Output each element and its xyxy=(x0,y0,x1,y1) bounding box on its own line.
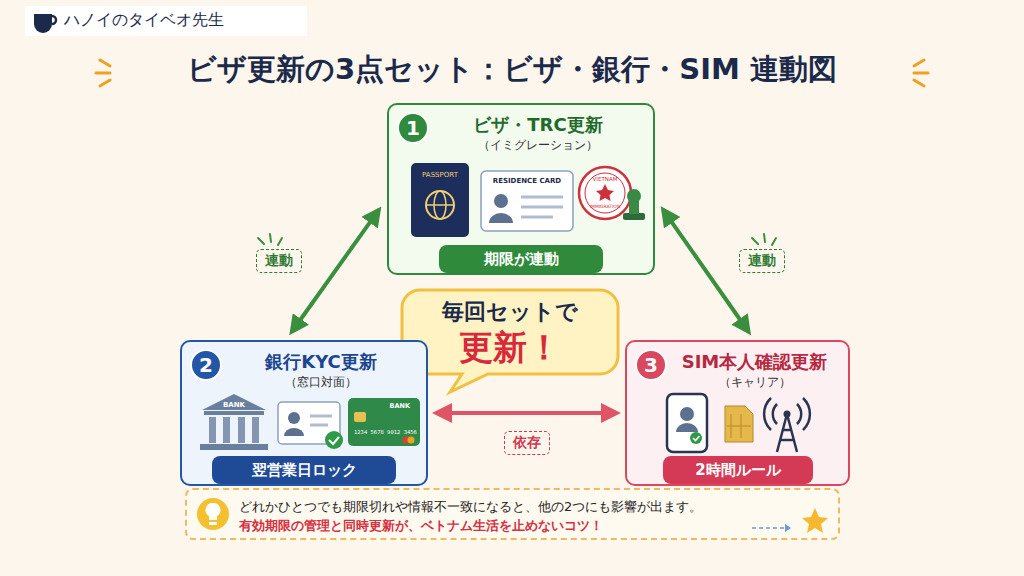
card-number: 1234 5678 9012 3456 xyxy=(354,429,417,435)
card-text: BANK xyxy=(390,402,411,410)
bank-icons: BANK BANK 1234 5678 9012 3456 xyxy=(182,392,430,454)
node-text: 2時間ルール xyxy=(695,461,780,480)
node-text: （窓口対面） xyxy=(226,374,416,390)
callout-number: 3 xyxy=(635,349,667,381)
node-text: （キャリア） xyxy=(671,374,838,390)
band-label: 期限が連動 xyxy=(439,245,603,273)
connector-arrow xyxy=(436,411,617,415)
band-label: 2時間ルール xyxy=(663,456,813,484)
note-icons xyxy=(187,490,842,542)
stamp-text: VIETNAM xyxy=(593,176,618,182)
callout-number: 1 xyxy=(397,112,429,144)
node-text: 1 xyxy=(406,116,420,140)
note-box: どれかひとつでも期限切れや情報不一致になると、他の2つにも影響が出ます。有効期限… xyxy=(185,488,840,540)
speech-bubble: 毎回セットで更新！ xyxy=(400,288,620,380)
node-text: 更新！ xyxy=(400,326,620,368)
passport-text: PASSPORT xyxy=(422,171,459,179)
logo-plate xyxy=(25,6,307,36)
bank-text: BANK xyxy=(223,401,246,409)
node-text: 期限が連動 xyxy=(484,250,559,269)
edge-label: 連動 xyxy=(739,249,785,273)
connector-arrow xyxy=(292,210,379,332)
band-label: 翌営業日ロック xyxy=(212,456,396,484)
node-text: 有効期限の管理と同時更新が、ベトナム生活を止めないコツ！ xyxy=(239,516,798,535)
node-text: どれかひとつでも期限切れや情報不一致になると、他の2つにも影響が出ます。 xyxy=(239,497,798,516)
sim-icons xyxy=(627,392,852,454)
node-text: 毎回セットで xyxy=(400,298,620,326)
process-box: SIM本人確認更新（キャリア） 3 2時間ルール xyxy=(625,340,850,486)
title: ビザ更新の3点セット：ビザ・銀行・SIM 連動図 xyxy=(130,50,894,90)
node-text: 2 xyxy=(199,353,213,377)
edge-label: 連動 xyxy=(256,249,302,273)
connector-arrow xyxy=(663,210,749,332)
node-text: （イミグレーション） xyxy=(433,137,643,153)
node-text: ビザ・TRC更新 xyxy=(433,113,643,137)
cup-icon xyxy=(34,14,56,33)
stamp-text: IMMIGRATION xyxy=(590,204,621,209)
node-text: 翌営業日ロック xyxy=(252,461,357,480)
node-text: 銀行KYC更新 xyxy=(226,350,416,374)
node-text: 3 xyxy=(644,353,658,377)
node-text: SIM本人確認更新 xyxy=(671,350,838,374)
card-text: RESIDENCE CARD xyxy=(493,177,562,185)
process-box: BANK BANK 1234 5678 9012 3456 銀行KYC更新（窓口… xyxy=(180,340,428,486)
process-box: PASSPORT RESIDENCE CARD VIETNAM IMMIGRAT… xyxy=(387,103,655,275)
callout-number: 2 xyxy=(190,349,222,381)
visa-icons: PASSPORT RESIDENCE CARD VIETNAM IMMIGRAT… xyxy=(389,161,657,241)
logo-text: ハノイのタイベオ先生 xyxy=(64,10,224,31)
edge-label: 依存 xyxy=(504,431,550,455)
